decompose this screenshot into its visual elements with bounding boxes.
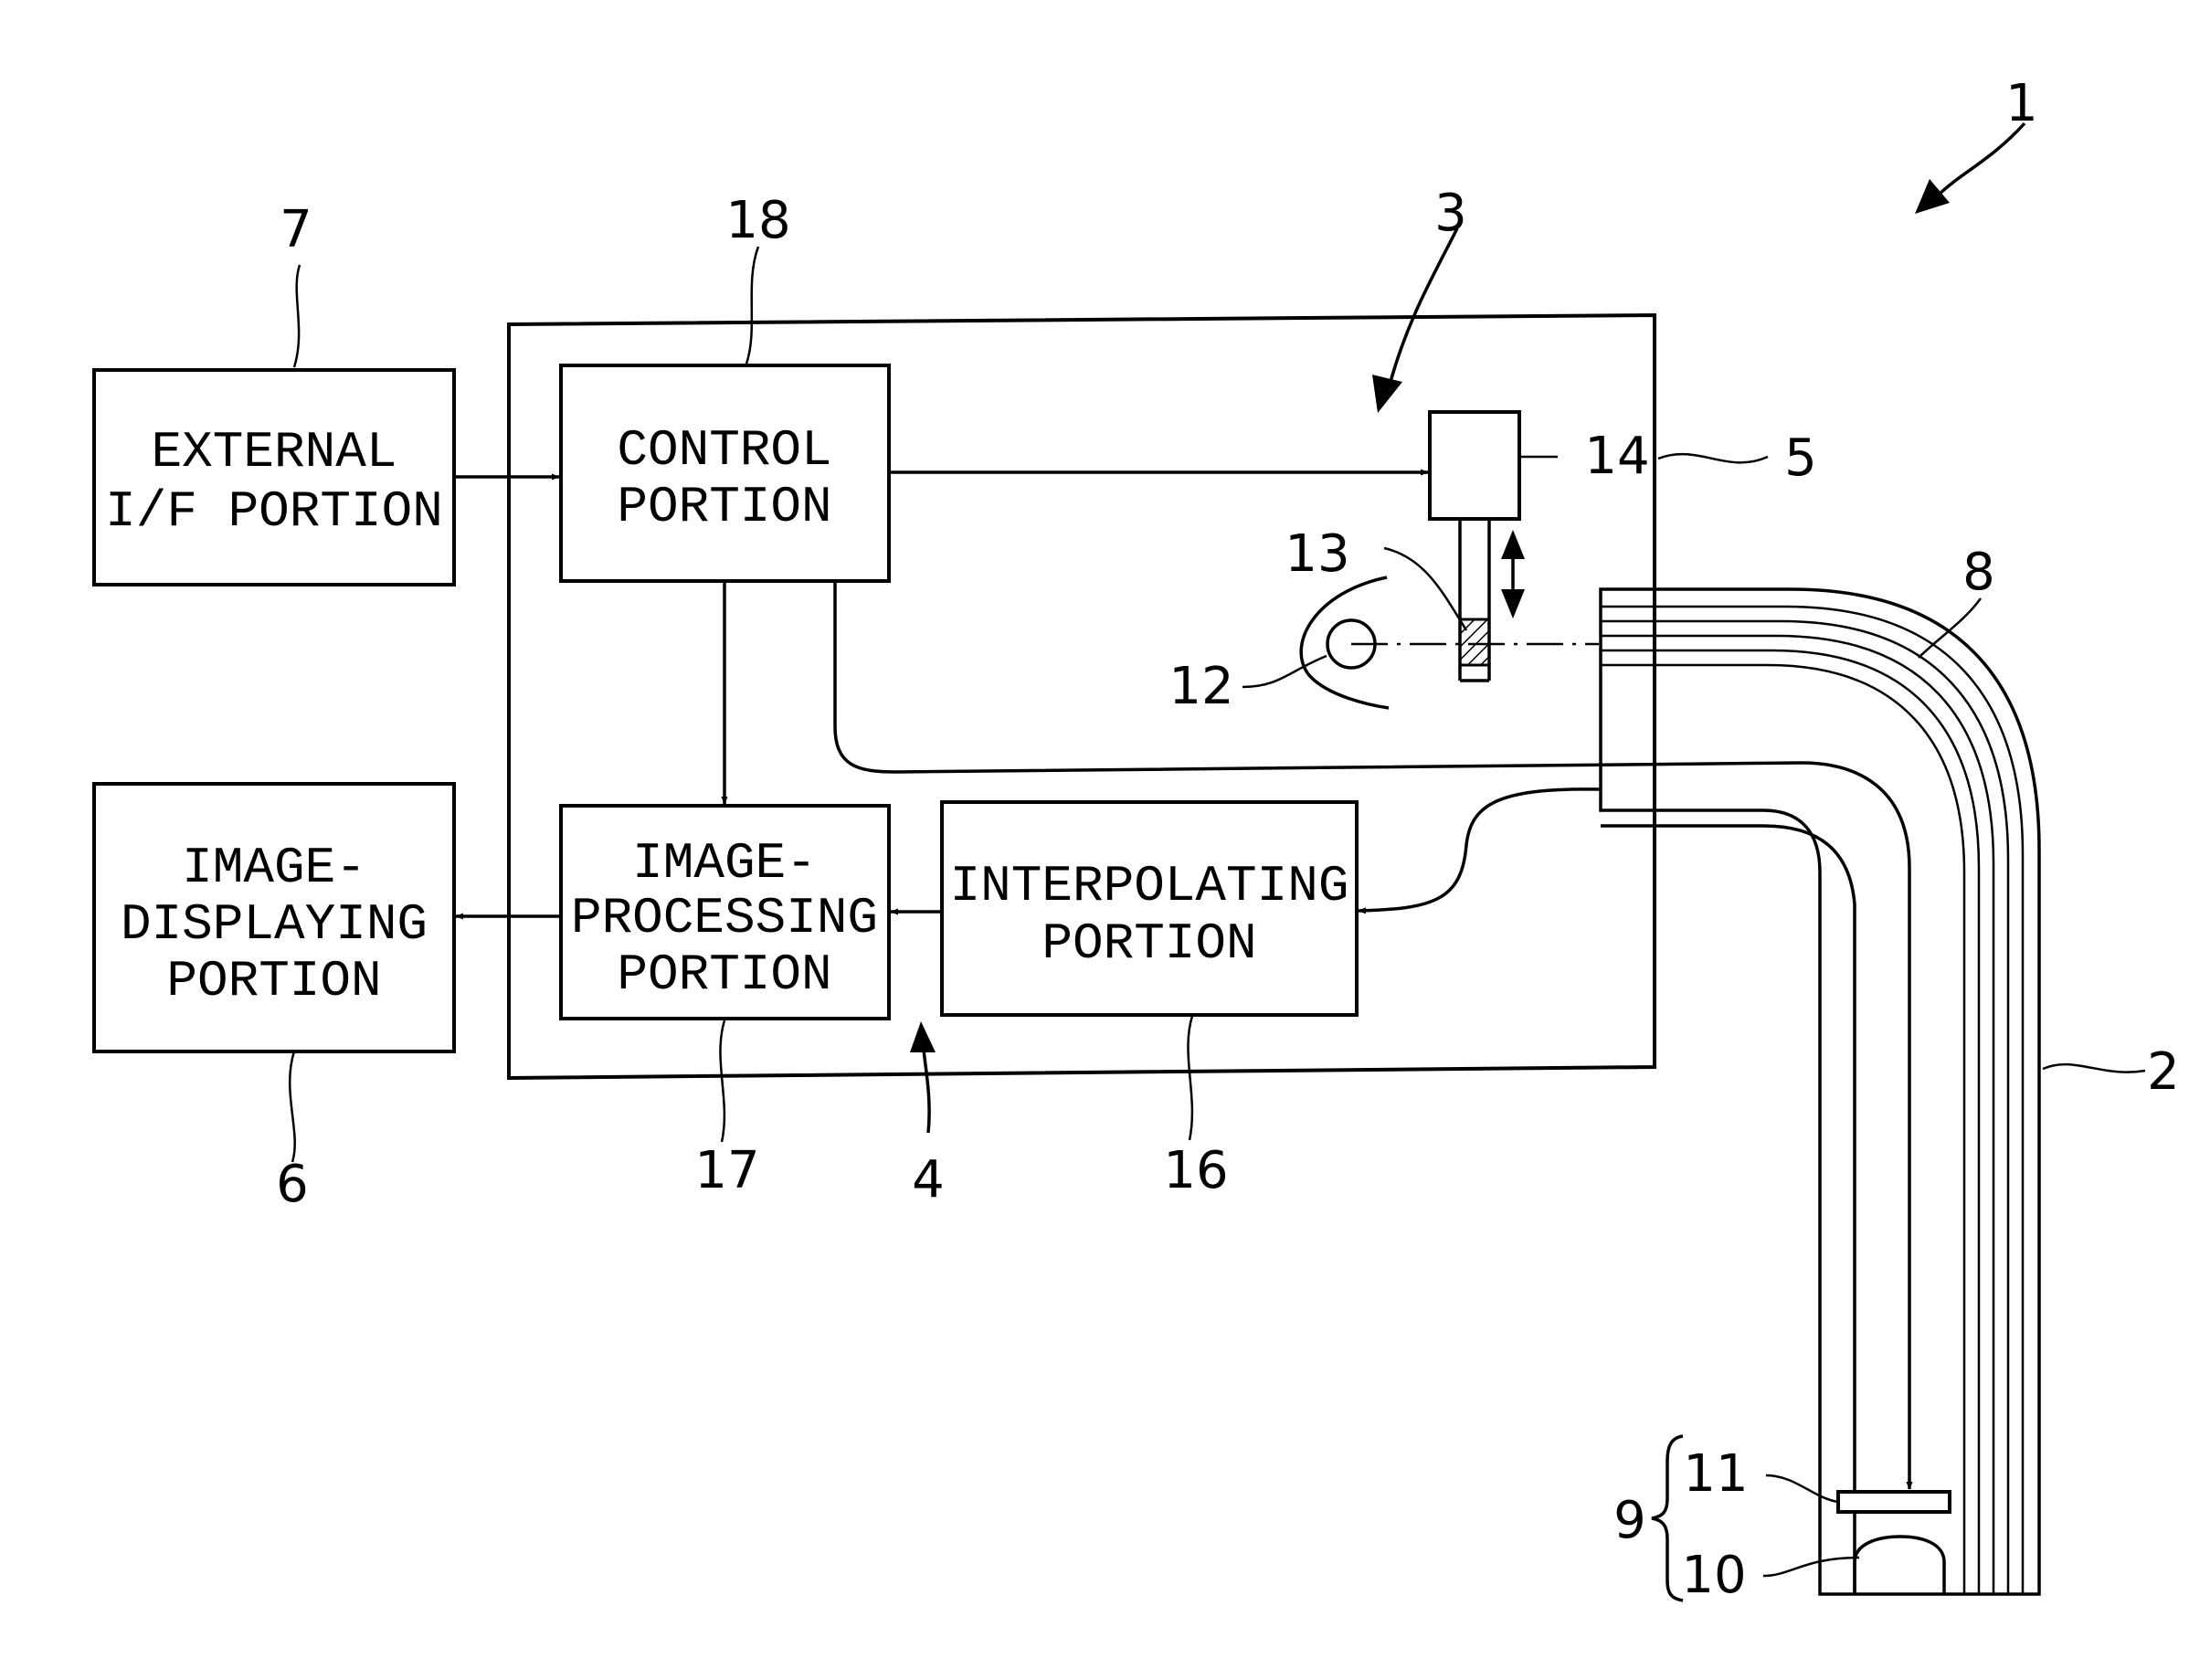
ref-2: 2 xyxy=(2147,1042,2180,1102)
imaging-element-11 xyxy=(1838,1492,1950,1512)
objective-lens-10 xyxy=(1855,1537,1944,1594)
ref-3: 3 xyxy=(1434,184,1467,243)
ref-14: 14 xyxy=(1584,427,1649,486)
image-processing-label-line1: IMAGE- xyxy=(632,834,817,893)
ref-4: 4 xyxy=(912,1150,945,1210)
actuator-14 xyxy=(1430,412,1519,519)
tip-unit-bracket-9 xyxy=(1652,1436,1683,1601)
ref-18: 18 xyxy=(725,191,790,250)
control-portion-box: CONTROL PORTION xyxy=(561,365,889,581)
image-displaying-portion-box: IMAGE- DISPLAYING PORTION xyxy=(94,784,454,1051)
leader-5 xyxy=(1658,454,1768,462)
ref-8: 8 xyxy=(1962,543,1995,602)
ref-9: 9 xyxy=(1613,1491,1646,1550)
ref-16: 16 xyxy=(1163,1141,1228,1200)
pointer-1 xyxy=(1937,123,2025,196)
external-if-label-line1: EXTERNAL xyxy=(152,423,397,481)
leader-10 xyxy=(1763,1558,1859,1576)
ref-5: 5 xyxy=(1784,428,1817,488)
interpolating-label-line1: INTERPOLATING xyxy=(950,857,1349,915)
leader-2 xyxy=(2043,1064,2145,1072)
image-processing-label-line3: PORTION xyxy=(617,946,831,1004)
image-processing-label-line2: PROCESSING xyxy=(571,889,878,947)
leader-7 xyxy=(294,265,300,367)
ref-17: 17 xyxy=(694,1141,759,1200)
image-displaying-label-line3: PORTION xyxy=(166,952,381,1010)
external-if-portion-box: EXTERNAL I/F PORTION xyxy=(94,370,454,585)
image-processing-portion-box: IMAGE- PROCESSING PORTION xyxy=(561,806,889,1019)
image-displaying-label-line2: DISPLAYING xyxy=(121,895,428,954)
ref-13: 13 xyxy=(1285,524,1349,584)
external-if-label-line2: I/F PORTION xyxy=(105,482,443,541)
ref-11: 11 xyxy=(1683,1444,1748,1504)
ref-10: 10 xyxy=(1681,1546,1746,1605)
control-label-line2: PORTION xyxy=(617,478,831,536)
ref-6: 6 xyxy=(276,1155,309,1214)
interpolating-label-line2: PORTION xyxy=(1042,914,1256,973)
leader-11 xyxy=(1766,1475,1838,1502)
ref-12: 12 xyxy=(1169,657,1233,716)
ref-1: 1 xyxy=(2005,74,2038,133)
insertion-section-outer-wall xyxy=(1601,589,2039,1594)
ref-7: 7 xyxy=(280,200,312,259)
interpolating-portion-box: INTERPOLATING PORTION xyxy=(942,802,1357,1015)
leader-6 xyxy=(290,1051,295,1162)
image-displaying-label-line1: IMAGE- xyxy=(182,839,366,897)
control-label-line1: CONTROL xyxy=(617,421,831,480)
light-guide-fibers xyxy=(1601,607,2023,1594)
